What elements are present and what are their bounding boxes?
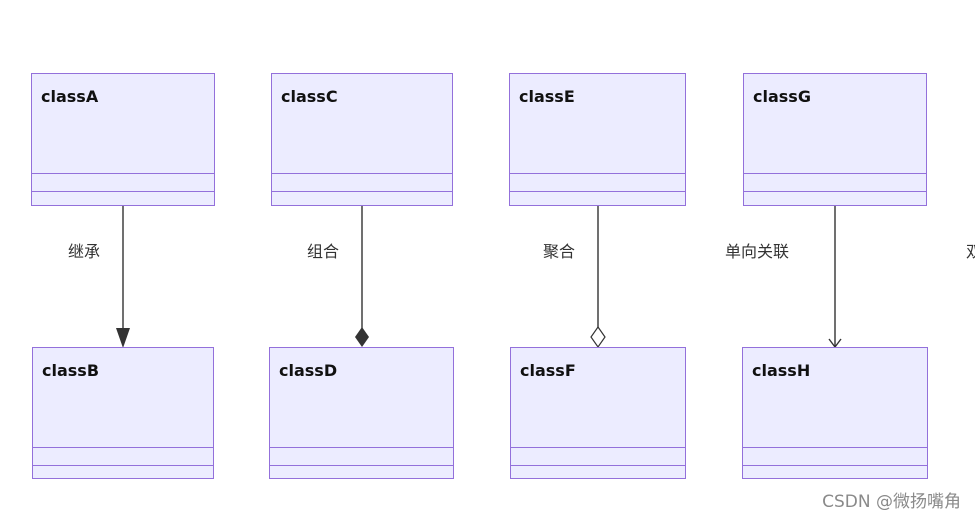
class-box-d[interactable]: classD (269, 347, 454, 479)
attributes-divider (743, 447, 927, 448)
attributes-divider (511, 447, 685, 448)
methods-divider (511, 465, 685, 466)
methods-divider (743, 465, 927, 466)
aggregation-label: 聚合 (543, 242, 576, 261)
class-name: classB (42, 361, 100, 380)
class-name: classF (520, 361, 576, 380)
attributes-divider (744, 173, 926, 174)
attributes-divider (272, 173, 452, 174)
class-name: classH (752, 361, 811, 380)
methods-divider (510, 191, 685, 192)
attributes-divider (510, 173, 685, 174)
methods-divider (272, 191, 452, 192)
attributes-divider (32, 173, 214, 174)
inheritance-label: 继承 (68, 242, 101, 261)
class-name: classE (519, 87, 575, 106)
class-box-h[interactable]: classH (742, 347, 928, 479)
class-box-c[interactable]: classC (271, 73, 453, 206)
inheritance-arrowhead (116, 328, 130, 348)
class-box-a[interactable]: classA (31, 73, 215, 206)
association-label: 单向关联 (725, 242, 790, 261)
class-box-e[interactable]: classE (509, 73, 686, 206)
methods-divider (270, 465, 453, 466)
methods-divider (33, 465, 213, 466)
composition-diamond (355, 327, 369, 347)
methods-divider (744, 191, 926, 192)
class-box-b[interactable]: classB (32, 347, 214, 479)
class-name: classD (279, 361, 338, 380)
composition-label: 组合 (307, 242, 340, 261)
methods-divider (32, 191, 214, 192)
attributes-divider (270, 447, 453, 448)
class-box-f[interactable]: classF (510, 347, 686, 479)
class-name: classG (753, 87, 811, 106)
class-name: classC (281, 87, 338, 106)
attributes-divider (33, 447, 213, 448)
class-box-g[interactable]: classG (743, 73, 927, 206)
class-name: classA (41, 87, 99, 106)
watermark: CSDN @微扬嘴角 (822, 492, 961, 512)
cut-off-label: 双 (966, 242, 975, 261)
aggregation-diamond (590, 325, 606, 349)
